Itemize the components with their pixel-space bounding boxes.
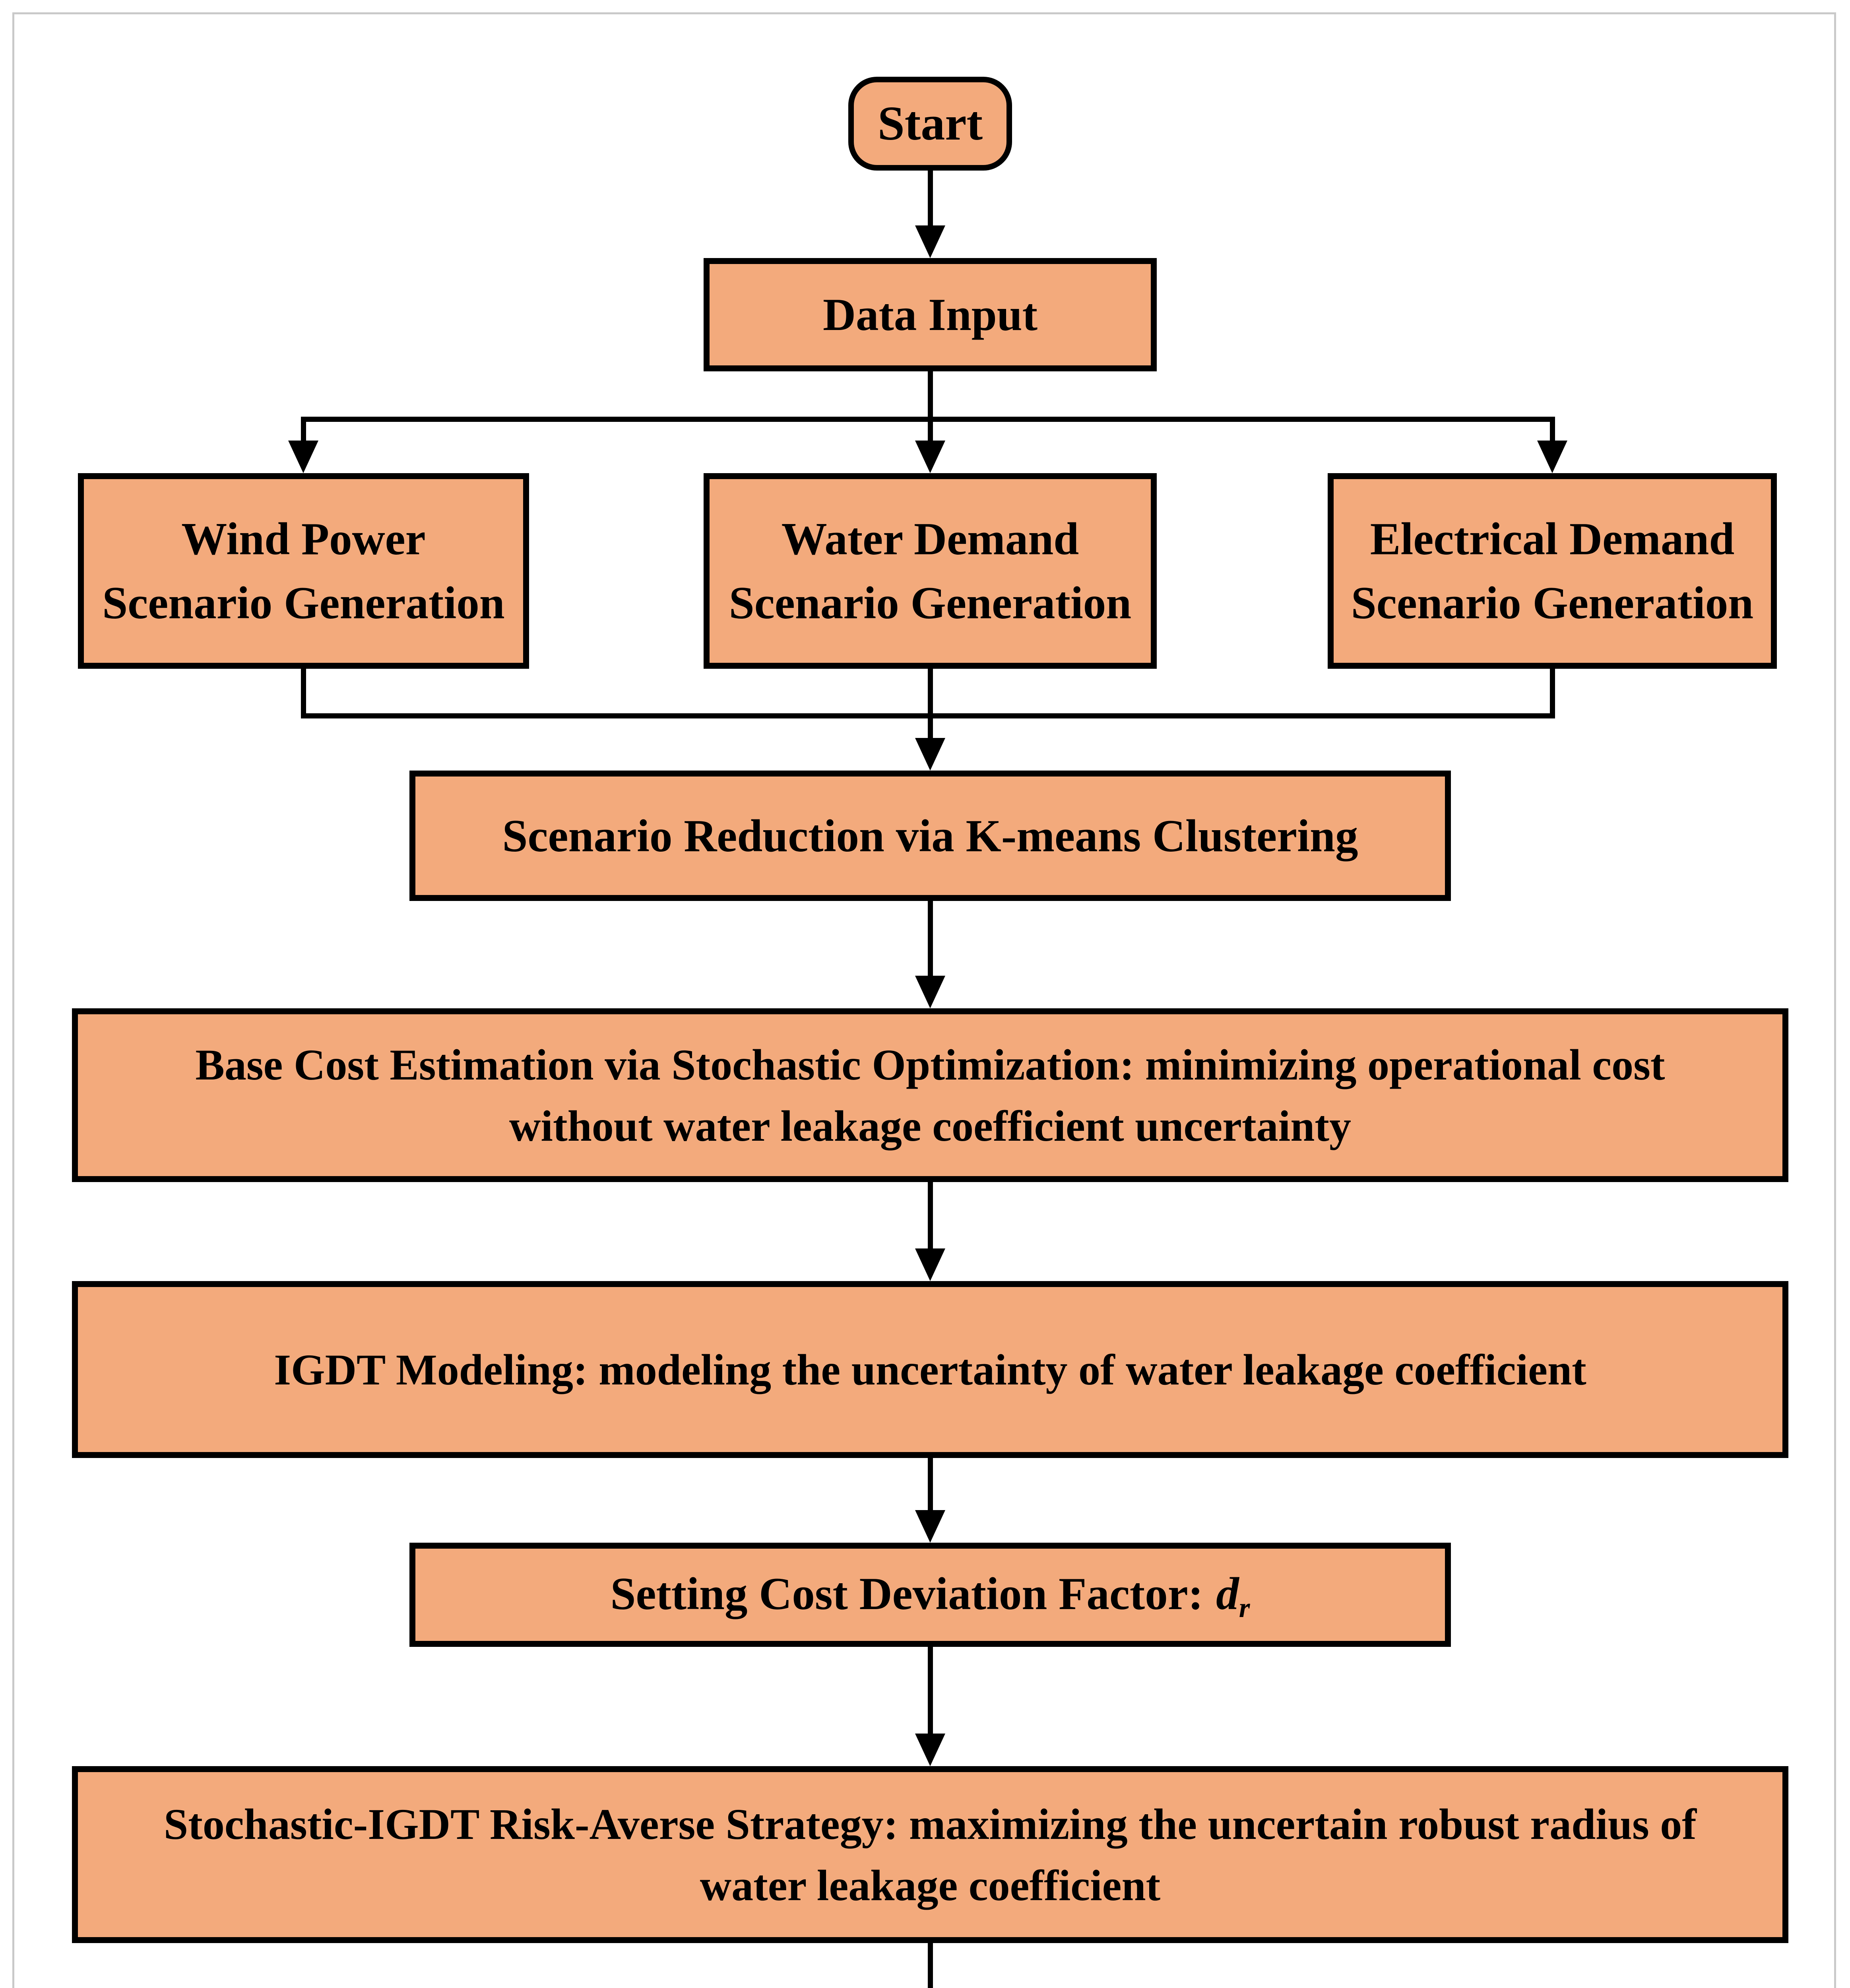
connector-start-to-data-input xyxy=(928,170,933,226)
arrowhead-into-data-input xyxy=(915,225,945,258)
node-setting-factor-text: Setting Cost Deviation Factor:dr xyxy=(611,1562,1250,1628)
node-start-label: Start xyxy=(877,96,983,150)
node-stochastic-igdt-line1: Stochastic-IGDT Risk-Averse Strategy: ma… xyxy=(164,1800,1697,1848)
connector-stochastic-igdt-to-end xyxy=(928,1942,933,1988)
node-start: Start xyxy=(848,77,1012,171)
connector-wind-power-to-merge xyxy=(301,668,306,718)
arrowhead-into-electrical-demand xyxy=(1537,441,1567,473)
node-water-demand-scenario-generation: Water Demand Scenario Generation xyxy=(704,473,1157,669)
node-setting-cost-deviation-factor: Setting Cost Deviation Factor:dr xyxy=(409,1543,1451,1647)
setting-factor-subscript: r xyxy=(1239,1592,1250,1624)
node-data-input: Data Input xyxy=(704,258,1157,371)
node-base-cost-line1: Base Cost Estimation via Stochastic Opti… xyxy=(195,1040,1665,1089)
connector-igdt-to-setting-factor xyxy=(928,1457,933,1511)
node-stochastic-igdt-strategy: Stochastic-IGDT Risk-Averse Strategy: ma… xyxy=(72,1766,1788,1943)
node-wind-power-scenario-generation: Wind Power Scenario Generation xyxy=(78,473,529,669)
node-electrical-demand-line1: Electrical Demand xyxy=(1370,514,1735,564)
node-wind-power-line1: Wind Power xyxy=(181,514,426,564)
node-scenario-reduction-label: Scenario Reduction via K-means Clusterin… xyxy=(502,810,1358,861)
arrowhead-into-water-demand xyxy=(915,441,945,473)
node-scenario-reduction: Scenario Reduction via K-means Clusterin… xyxy=(409,771,1451,901)
arrowhead-into-wind-power xyxy=(288,441,318,473)
connector-data-input-to-branch xyxy=(928,371,933,441)
branch-line xyxy=(301,417,1555,422)
node-water-demand-line2: Scenario Generation xyxy=(729,578,1132,628)
connector-electrical-demand-to-merge xyxy=(1550,668,1555,718)
connector-branch-to-wind-power xyxy=(301,417,306,441)
node-stochastic-igdt-line2: water leakage coefficient xyxy=(700,1861,1161,1910)
node-data-input-label: Data Input xyxy=(822,289,1038,340)
arrowhead-into-scenario-reduction xyxy=(915,738,945,771)
connector-base-cost-to-igdt xyxy=(928,1181,933,1249)
node-igdt-modeling-label: IGDT Modeling: modeling the uncertainty … xyxy=(274,1345,1586,1394)
node-setting-factor-label: Setting Cost Deviation Factor: xyxy=(610,1569,1204,1619)
arrowhead-into-setting-factor xyxy=(915,1510,945,1543)
arrowhead-into-igdt xyxy=(915,1248,945,1281)
connector-scenario-reduction-to-base-cost xyxy=(928,900,933,977)
node-water-demand-line1: Water Demand xyxy=(781,514,1079,564)
connector-branch-to-electrical-demand xyxy=(1550,417,1555,441)
connector-setting-factor-to-stochastic-igdt xyxy=(928,1646,933,1734)
page-frame xyxy=(12,12,1836,1988)
setting-factor-variable: d xyxy=(1216,1569,1239,1619)
node-igdt-modeling: IGDT Modeling: modeling the uncertainty … xyxy=(72,1281,1788,1458)
arrowhead-into-stochastic-igdt xyxy=(915,1734,945,1766)
node-base-cost-estimation: Base Cost Estimation via Stochastic Opti… xyxy=(72,1008,1788,1182)
node-electrical-demand-line2: Scenario Generation xyxy=(1351,578,1754,628)
node-base-cost-line2: without water leakage coefficient uncert… xyxy=(509,1101,1352,1150)
node-electrical-demand-scenario-generation: Electrical Demand Scenario Generation xyxy=(1328,473,1777,669)
connector-merge-to-scenario-reduction xyxy=(928,668,933,739)
arrowhead-into-base-cost xyxy=(915,976,945,1008)
node-wind-power-line2: Scenario Generation xyxy=(102,578,505,628)
